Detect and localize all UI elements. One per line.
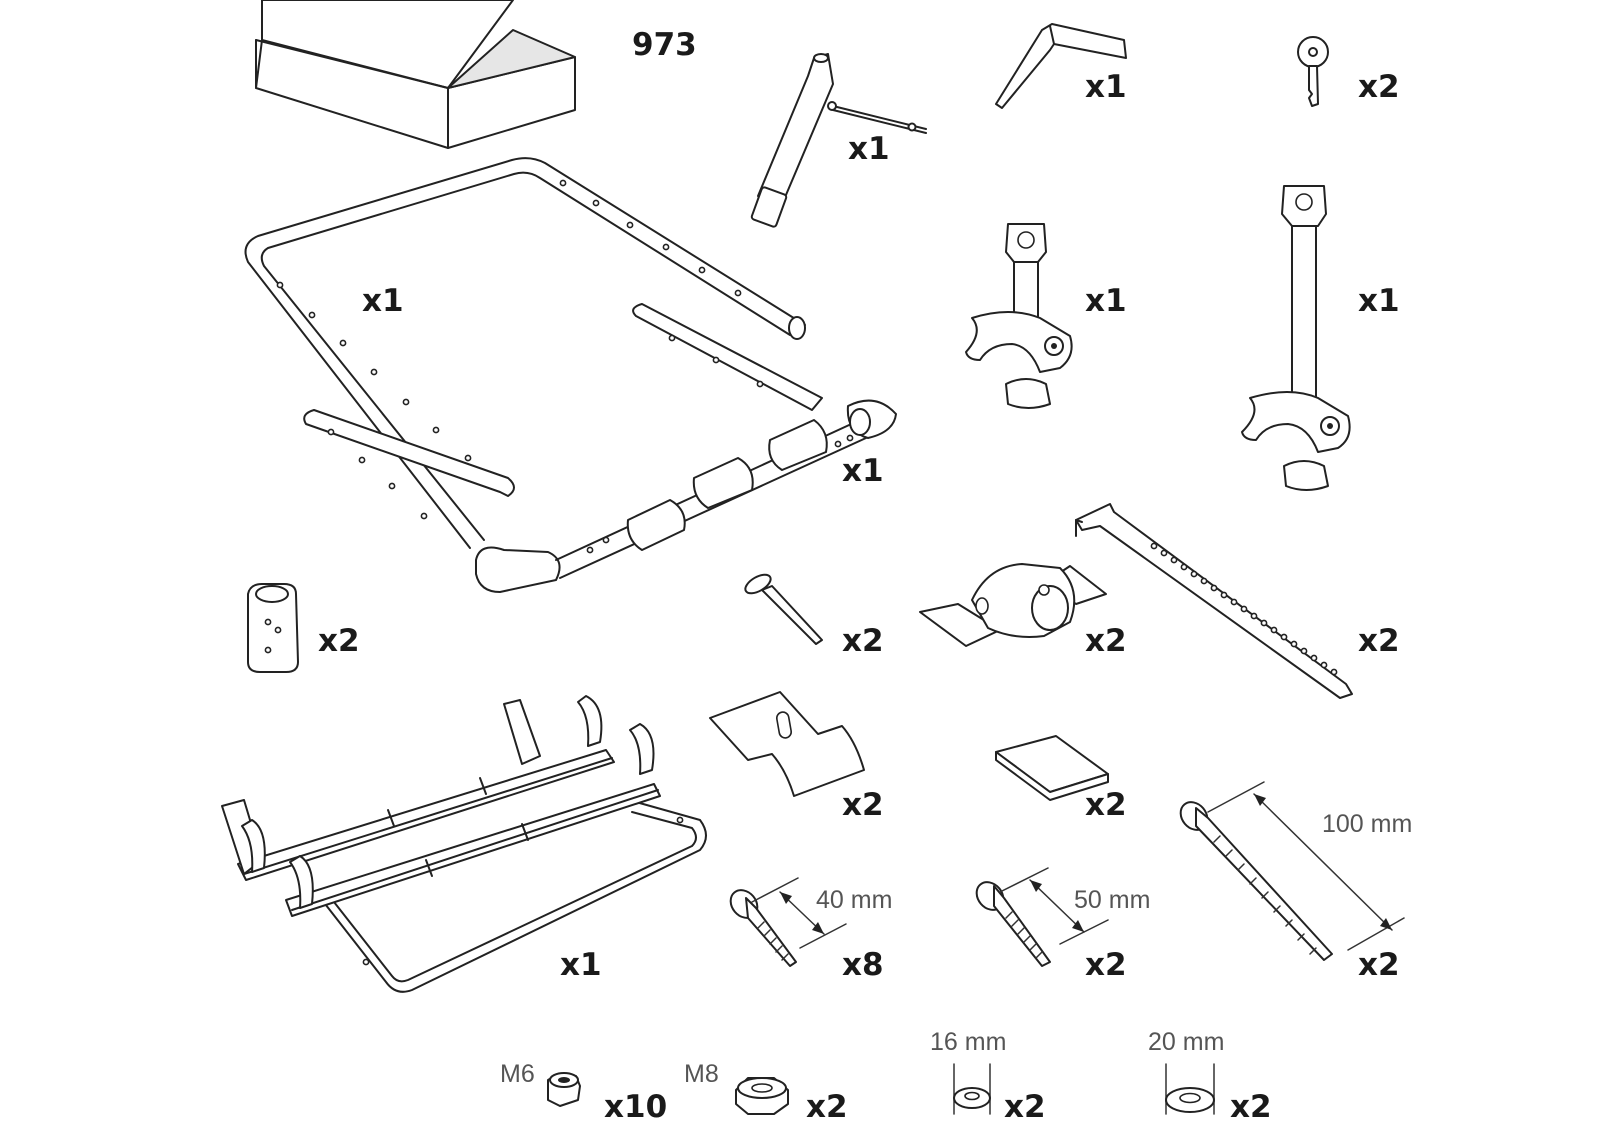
nut-m8-size: M8 bbox=[684, 1060, 719, 1088]
bolt-40mm-icon bbox=[729, 877, 847, 967]
nut-m6-icon bbox=[547, 1072, 581, 1107]
strap-qty: x2 bbox=[1358, 623, 1400, 659]
clamp-icon bbox=[919, 563, 1107, 647]
socket-wrench-icon bbox=[750, 53, 927, 228]
parts-box-icon bbox=[255, 0, 576, 149]
washer-20-qty: x2 bbox=[1230, 1089, 1272, 1125]
washer-20mm-icon bbox=[1165, 1063, 1215, 1115]
bolt-100-qty: x2 bbox=[1358, 947, 1400, 983]
socket-wrench-qty: x1 bbox=[848, 131, 890, 167]
washer-20-dimension: 20 mm bbox=[1148, 1028, 1225, 1056]
pin-icon bbox=[744, 573, 823, 645]
lock-key-icon bbox=[1297, 36, 1329, 107]
pin-qty: x2 bbox=[842, 623, 884, 659]
nut-m8-icon bbox=[735, 1077, 789, 1115]
wheel-strap-icon bbox=[1075, 503, 1353, 699]
nut-m8-qty: x2 bbox=[806, 1089, 848, 1125]
nut-m6-size: M6 bbox=[500, 1060, 535, 1088]
clamp-qty: x2 bbox=[1085, 623, 1127, 659]
bolt-40-dimension: 40 mm bbox=[816, 886, 893, 914]
frame-qty: x1 bbox=[362, 283, 404, 319]
key-qty: x2 bbox=[1358, 69, 1400, 105]
hex-key-qty: x1 bbox=[1085, 69, 1127, 105]
wheel-tray-qty: x1 bbox=[560, 947, 602, 983]
nut-m6-qty: x10 bbox=[604, 1089, 668, 1125]
bolt-50-qty: x2 bbox=[1085, 947, 1127, 983]
pad-qty: x2 bbox=[1085, 787, 1127, 823]
washer-16-dimension: 16 mm bbox=[930, 1028, 1007, 1056]
rubber-bumper-rail-icon bbox=[475, 399, 897, 593]
end-cap-icon bbox=[247, 583, 299, 673]
wheel-tray-icon bbox=[221, 695, 707, 993]
bolt-100-dimension: 100 mm bbox=[1322, 810, 1413, 838]
main-frame-icon bbox=[244, 157, 823, 549]
long-arm-qty: x1 bbox=[1358, 283, 1400, 319]
bolt-40-qty: x8 bbox=[842, 947, 884, 983]
bumper-qty: x1 bbox=[842, 453, 884, 489]
bracket-qty: x2 bbox=[842, 787, 884, 823]
bracket-icon bbox=[709, 691, 865, 797]
bolt-100mm-icon bbox=[1179, 781, 1405, 961]
rubber-pad-icon bbox=[995, 735, 1109, 801]
box-number: 973 bbox=[632, 27, 697, 63]
short-frame-holder-icon bbox=[965, 223, 1073, 409]
washer-16mm-icon bbox=[953, 1063, 991, 1115]
hex-key-icon bbox=[995, 23, 1127, 109]
short-arm-qty: x1 bbox=[1085, 283, 1127, 319]
bolt-50-dimension: 50 mm bbox=[1074, 886, 1151, 914]
end-cap-qty: x2 bbox=[318, 623, 360, 659]
long-frame-holder-icon bbox=[1241, 185, 1351, 491]
bolt-50mm-icon bbox=[975, 867, 1109, 967]
washer-16-qty: x2 bbox=[1004, 1089, 1046, 1125]
